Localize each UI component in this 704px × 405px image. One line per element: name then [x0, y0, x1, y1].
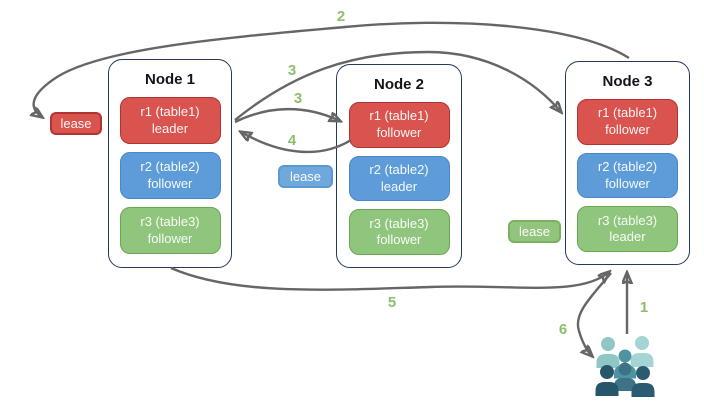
node-2-title: Node 2: [373, 76, 424, 93]
replica-role: leader: [151, 120, 189, 136]
node-3-box: Node 3 r1 (table1) follower r2 (table2) …: [565, 61, 690, 265]
arrow-label-6: 6: [558, 321, 568, 338]
replica-name: r3 (table3): [140, 213, 200, 229]
arrow-label-3a: 3: [287, 62, 297, 79]
replica-name: r2 (table2): [597, 158, 658, 174]
replica-name: r2 (table2): [140, 158, 200, 174]
arrow-label-4: 4: [287, 132, 297, 149]
lease-badge-r1: lease: [50, 112, 102, 135]
node-1-replica-r2: r2 (table2) follower: [119, 152, 221, 199]
replica-role: follower: [376, 124, 422, 140]
replica-role: leader: [609, 229, 646, 245]
replica-name: r1 (table1): [369, 108, 429, 124]
node-2-box: Node 2 r1 (table1) follower r2 (table2) …: [336, 64, 462, 268]
node-3-replica-r2: r2 (table2) follower: [577, 152, 678, 199]
lease-badge-r2: lease: [278, 165, 333, 188]
replica-role: follower: [605, 175, 650, 191]
arrow-label-1: 1: [639, 299, 649, 316]
node-1-replica-r3: r3 (table3) follower: [119, 207, 221, 254]
replica-name: r2 (table2): [369, 161, 429, 177]
node-3-replica-r1: r1 (table1) follower: [577, 99, 678, 145]
node-2-replica-r1: r1 (table1) follower: [348, 102, 450, 148]
arrow-5-node1-to-node3: [170, 266, 609, 291]
arrow-label-2: 2: [336, 8, 346, 25]
arrow-3-leader-to-node2-follower: [234, 107, 340, 124]
node-2-replica-r3: r3 (table3) follower: [348, 209, 450, 256]
replica-role: follower: [376, 232, 422, 248]
replica-role: follower: [605, 121, 650, 137]
node-1-replica-r1: r1 (table1) leader: [119, 97, 221, 144]
arrow-label-5: 5: [387, 294, 397, 311]
replica-name: r1 (table1): [597, 105, 658, 121]
replica-name: r3 (table3): [597, 212, 658, 228]
replica-role: follower: [147, 175, 193, 191]
node-3-replica-r3: r3 (table3) leader: [577, 206, 678, 253]
node-1-title: Node 1: [144, 71, 195, 88]
node-2-replica-r2: r2 (table2) leader: [348, 155, 450, 202]
users-group-icon: [595, 336, 655, 397]
replica-name: r1 (table1): [140, 103, 200, 119]
replica-role: follower: [147, 230, 193, 246]
lease-badge-r3: lease: [508, 220, 561, 243]
replica-name: r3 (table3): [369, 215, 429, 231]
replica-role: leader: [380, 178, 418, 194]
arrow-label-3b: 3: [293, 90, 303, 107]
node-3-title: Node 3: [602, 73, 653, 90]
node-1-box: Node 1 r1 (table1) leader r2 (table2) fo…: [108, 59, 232, 268]
